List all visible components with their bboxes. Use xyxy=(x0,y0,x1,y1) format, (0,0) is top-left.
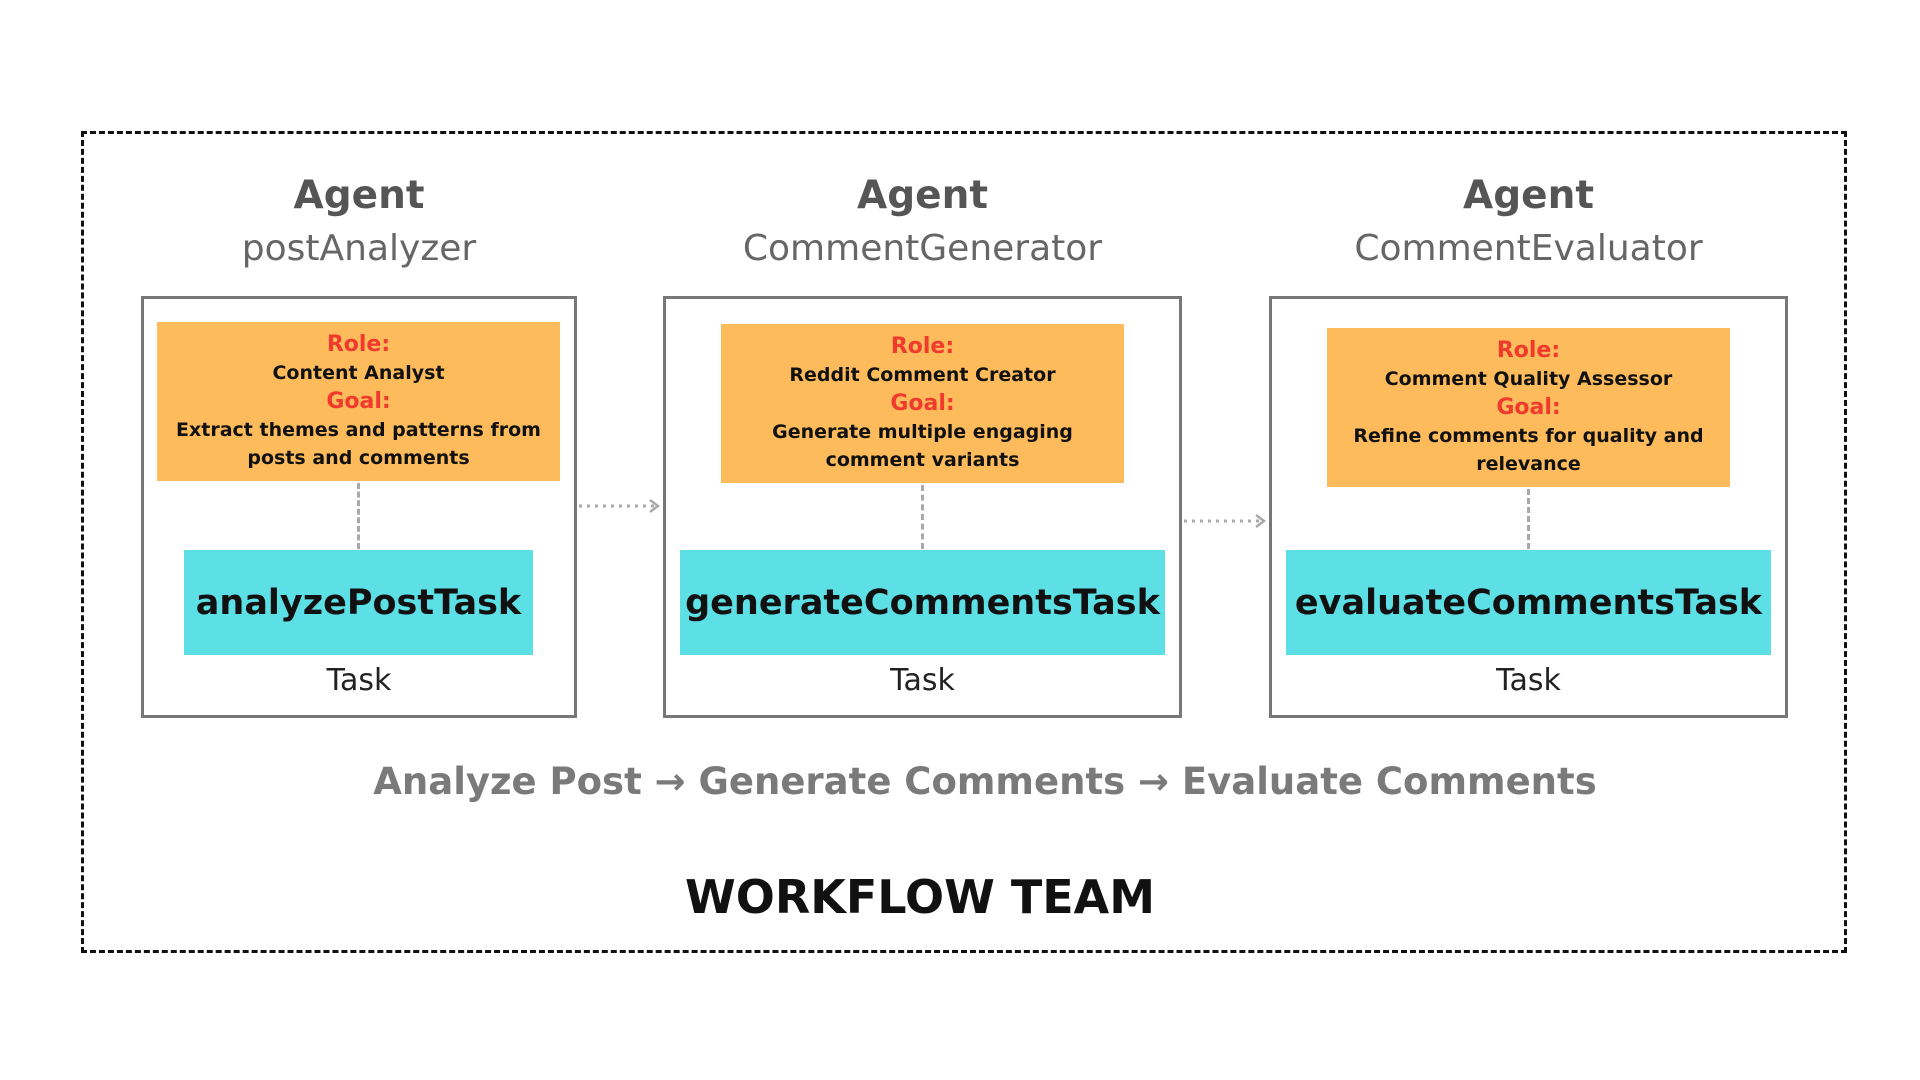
agent-3-role-label: Role: xyxy=(1496,338,1561,363)
agent-2-task-caption: Task xyxy=(890,663,955,698)
agent-3-goal-label: Goal: xyxy=(1496,395,1561,420)
agent-2-name: CommentGenerator xyxy=(742,228,1103,269)
agent-3-goal: Refine comments for quality and relevanc… xyxy=(1353,425,1704,475)
agent-1-goal-label: Goal: xyxy=(326,389,391,414)
agent-1-task-caption: Task xyxy=(326,663,392,698)
agent-3-role-box: Role: Comment Quality Assessor Goal: Ref… xyxy=(1327,328,1730,487)
agent-1-name: postAnalyzer xyxy=(241,228,477,269)
team-title: WORKFLOW TEAM xyxy=(684,870,1156,924)
workflow-sequence: Analyze Post → Generate Comments → Evalu… xyxy=(373,760,1597,803)
agent-3-name: CommentEvaluator xyxy=(1354,228,1703,269)
agent-3-task: evaluateCommentsTask xyxy=(1286,550,1771,655)
agent-2-role: Reddit Comment Creator xyxy=(789,364,1056,386)
workflow-team-frame xyxy=(81,131,1847,953)
agent-1-role-label: Role: xyxy=(326,332,391,357)
agent-2-goal-label: Goal: xyxy=(890,391,955,416)
agent-3-role: Comment Quality Assessor xyxy=(1384,368,1673,390)
agent-1-connector xyxy=(357,483,360,549)
agent-2-task: generateCommentsTask xyxy=(680,550,1165,655)
agent-1-task: analyzePostTask xyxy=(184,550,533,655)
agent-1-role: Content Analyst xyxy=(272,362,445,384)
agent-2-role-label: Role: xyxy=(890,334,955,359)
agent-3-connector xyxy=(1527,489,1530,549)
agent-2-connector xyxy=(921,485,924,549)
agent-2-goal: Generate multiple engaging comment varia… xyxy=(772,421,1073,471)
agent-2-role-box: Role: Reddit Comment Creator Goal: Gener… xyxy=(721,324,1124,483)
agent-1-title: Agent xyxy=(293,173,425,218)
agent-2-title: Agent xyxy=(857,173,988,218)
agent-3-title: Agent xyxy=(1463,173,1594,218)
agent-3-task-caption: Task xyxy=(1496,663,1561,698)
agent-1-role-box: Role: Content Analyst Goal: Extract them… xyxy=(157,322,560,481)
agent-1-goal: Extract themes and patterns from posts a… xyxy=(176,419,541,469)
